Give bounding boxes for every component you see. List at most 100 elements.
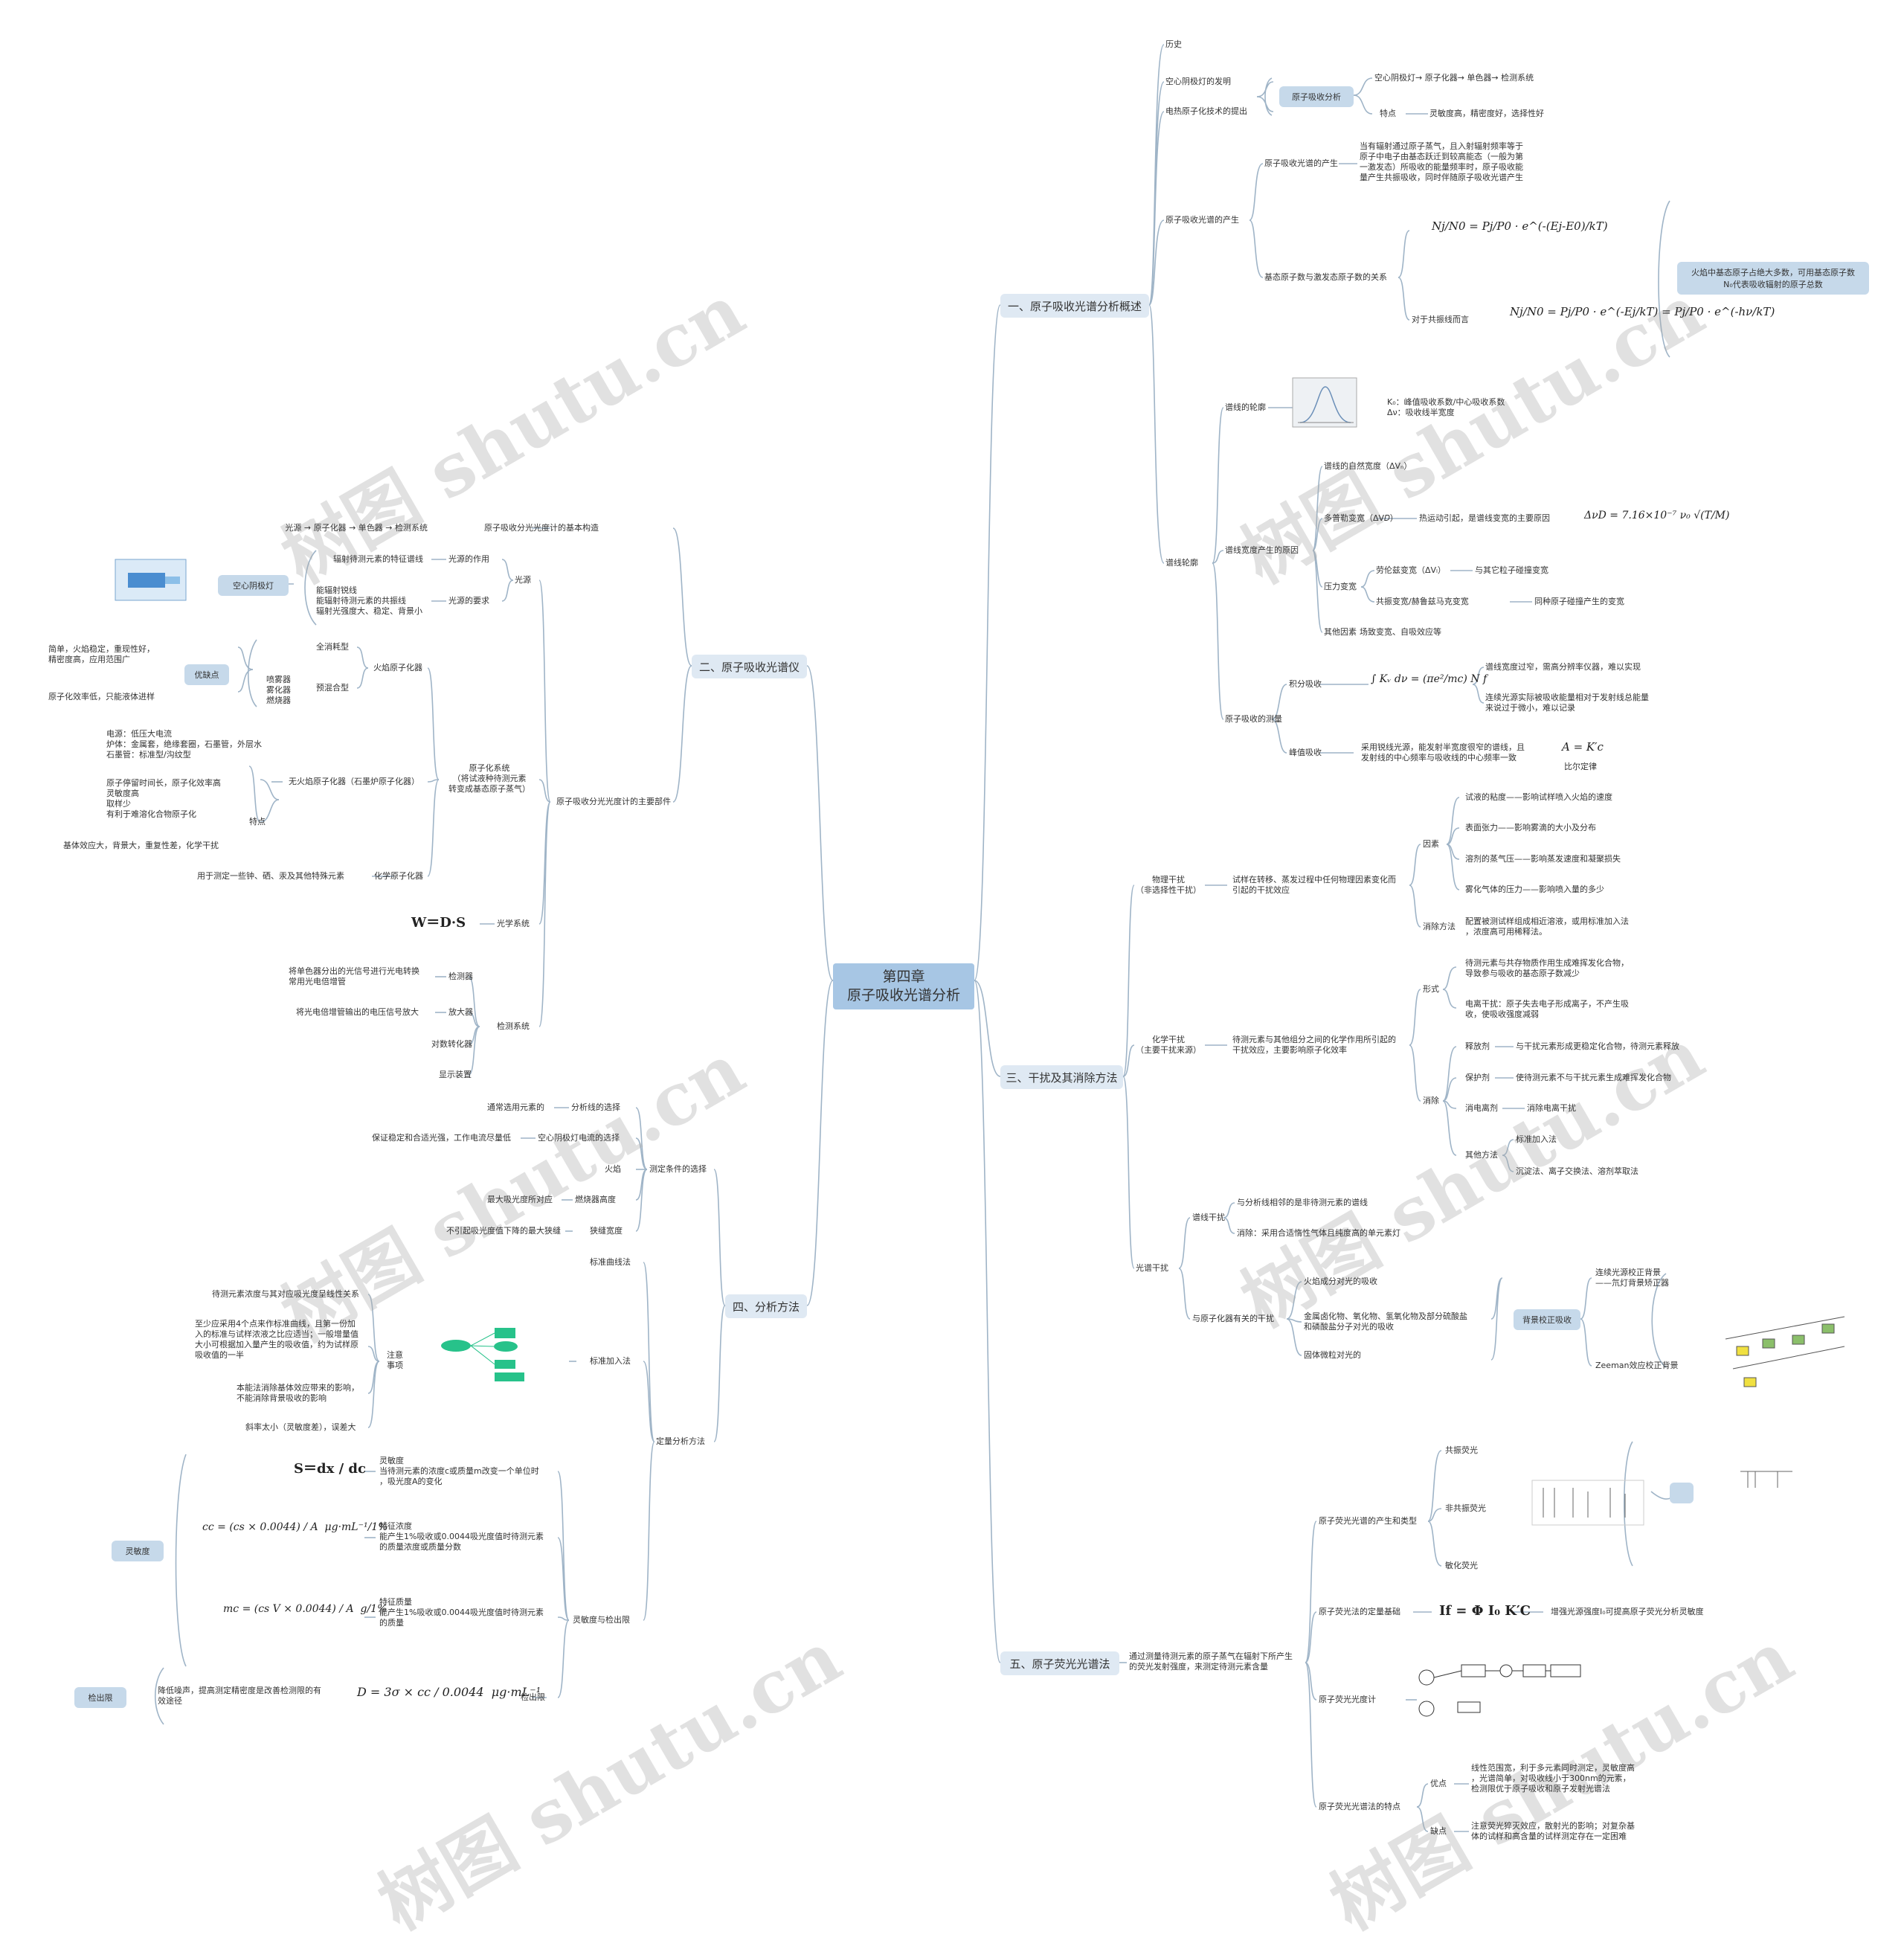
node-atom-t3: 固体微粒对光的 [1304,1350,1361,1361]
node-flameless-text: 电源：低压大电流 炉体：金属套，绝缘套圈，石墨管，外层水 石墨管：标准型/沟纹型 [106,729,262,760]
node-afs-instrument[interactable]: 原子荧光光度计 [1319,1695,1376,1705]
node-detect[interactable]: 检测系统 [497,1021,530,1032]
node-flameless-feat[interactable]: 特点 [249,817,266,827]
node-resonance[interactable]: 对于共振线而言 [1412,315,1469,325]
node-e3[interactable]: 消电离剂 [1465,1103,1498,1114]
node-a4: 斜率太小（灵敏度差），误差大 [245,1422,356,1433]
node-spectral[interactable]: 光谱干扰 [1136,1263,1168,1274]
node-std-add[interactable]: 标准加入法 [590,1356,631,1367]
node-mc-text: 特征质量 能产生1%吸收或0.0044吸光度值时待测元素 的质量 [379,1597,544,1628]
node-afs-pros[interactable]: 优点 [1430,1779,1447,1789]
node-d2[interactable]: 放大器 [448,1007,473,1018]
node-f1: 试液的粘度——影响试样喷入火焰的速度 [1465,792,1612,803]
node-integral[interactable]: 积分吸收 [1289,679,1322,690]
node-f4: 雾化气体的压力——影响喷入量的多少 [1465,884,1604,895]
node-c1-text: 通常选用元素的 [487,1102,544,1113]
node-flameless[interactable]: 无火焰原子化器（石墨炉原子化器） [289,777,419,787]
node-holtsmark[interactable]: 共振变宽/赫鲁兹马克变宽 [1376,597,1469,607]
node-afs-produce[interactable]: 原子荧光光谱的产生和类型 [1319,1516,1417,1526]
node-optics[interactable]: 光学系统 [497,919,530,929]
node-full[interactable]: 全消耗型 [316,642,349,652]
node-produce-1[interactable]: 原子吸收光谱的产生 [1264,158,1338,169]
node-elim[interactable]: 消除方法 [1423,922,1456,932]
node-sens-det[interactable]: 灵敏度与检出限 [573,1615,630,1625]
node-elim2[interactable]: 消除 [1423,1096,1439,1106]
node-light[interactable]: 光源 [515,575,531,585]
branch-overview[interactable]: 一、原子吸收光谱分析概述 [1000,294,1149,318]
center-topic[interactable]: 第四章 原子吸收光谱分析 [833,963,974,1009]
node-feature-label[interactable]: 特点 [1380,109,1396,119]
node-d3[interactable]: 对数转化器 [431,1039,472,1050]
node-e2[interactable]: 保护剂 [1465,1073,1490,1083]
node-basic[interactable]: 原子吸收分光光度计的基本构造 [484,523,599,533]
node-a2: 至少应采用4个点来作标准曲线，且第一份加 入的标准与试样浓液之比应适当；一般增量… [195,1319,358,1361]
node-e1[interactable]: 释放剂 [1465,1041,1490,1052]
node-chemical[interactable]: 化学干扰 （主要干扰来源） [1136,1035,1201,1056]
node-history[interactable]: 历史 [1165,39,1182,50]
connector-lines [0,0,1904,1882]
node-others[interactable]: 其他因素 [1324,627,1357,638]
node-c5[interactable]: 狭缝宽度 [590,1226,623,1236]
node-bg-correction[interactable]: 背景校正吸收 [1514,1309,1580,1330]
node-ground-state-note[interactable]: 火焰中基态原子占绝大多数，可用基态原子数 N₀代表吸收辐射的原子总数 [1677,262,1869,295]
node-factor[interactable]: 因素 [1423,839,1439,850]
node-profile[interactable]: 谱线轮廓 [1165,558,1198,568]
node-attention[interactable]: 注意 事项 [387,1350,403,1371]
node-profile-shape[interactable]: 谱线的轮廓 [1225,402,1266,413]
node-produce[interactable]: 原子吸收光谱的产生 [1165,215,1239,225]
resonance-formula: Nj/N0 = Pj/P0 · e^(-Ej/kT) = Pj/P0 · e^(… [1510,305,1775,318]
node-det-box[interactable]: 检出限 [74,1687,126,1708]
node-conditions[interactable]: 测定条件的选择 [649,1164,707,1175]
node-light-req[interactable]: 光源的要求 [448,596,489,606]
node-flameless-cons: 基体效应大，背景大，重复性差，化学干扰 [63,841,219,851]
node-c3[interactable]: 火焰 [605,1164,621,1175]
node-aas-flow: 空心阴极灯→ 原子化器→ 单色器→ 检测系统 [1374,73,1534,83]
node-std-curve[interactable]: 标准曲线法 [590,1257,631,1268]
node-hcl-invention[interactable]: 空心阴极灯的发明 [1165,77,1231,87]
node-pressure[interactable]: 压力变宽 [1324,582,1357,592]
node-p3[interactable]: 敏化荧光 [1445,1561,1478,1571]
node-parts[interactable]: 原子吸收分光光度计的主要部件 [556,797,671,807]
node-physical[interactable]: 物理干扰 （非选择性干扰） [1136,875,1201,896]
branch-instrument[interactable]: 二、原子吸收光谱仪 [692,655,807,678]
node-proscons[interactable]: 优缺点 [184,664,229,685]
branch-fluorescence[interactable]: 五、原子荧光光谱法 [1000,1651,1119,1675]
node-afs-blank[interactable] [1670,1483,1694,1503]
node-electrothermal[interactable]: 电热原子化技术的提出 [1165,106,1247,117]
node-produce-2[interactable]: 基态原子数与激发态原子数的关系 [1264,272,1387,283]
node-lorentz[interactable]: 劳伦兹变宽（ΔVₗ） [1376,565,1446,576]
node-form[interactable]: 形式 [1423,984,1439,995]
node-c4[interactable]: 燃烧器高度 [575,1195,616,1205]
node-peak[interactable]: 峰值吸收 [1289,748,1322,758]
node-sens[interactable]: 灵敏度 [112,1541,164,1561]
node-premix[interactable]: 预混合型 [316,683,349,693]
node-aas[interactable]: 原子吸收分析 [1279,86,1354,107]
node-afs-feature[interactable]: 原子荧光光谱法的特点 [1319,1802,1400,1812]
s-formula: S＝dx / dc [294,1458,366,1477]
node-chemical-atomizer[interactable]: 化学原子化器 [374,871,423,882]
node-d1[interactable]: 检测器 [448,972,473,982]
node-afs-quant[interactable]: 原子荧光法的定量基础 [1319,1607,1400,1617]
node-e4[interactable]: 其他方法 [1465,1150,1498,1160]
node-afs-cons[interactable]: 缺点 [1430,1826,1447,1837]
node-hcl[interactable]: 空心阴极灯 [218,575,289,596]
node-flame[interactable]: 火焰原子化器 [373,663,422,673]
node-d4[interactable]: 显示装置 [439,1070,472,1080]
node-quant[interactable]: 定量分析方法 [656,1436,705,1447]
node-p2[interactable]: 非共振荧光 [1445,1503,1486,1514]
node-c1[interactable]: 分析线的选择 [571,1102,620,1113]
node-p1[interactable]: 共振荧光 [1445,1445,1478,1456]
node-c2[interactable]: 空心阴极灯电流的选择 [538,1133,620,1143]
node-line[interactable]: 谱线干扰 [1192,1213,1225,1223]
node-measure[interactable]: 原子吸收的测量 [1225,714,1282,725]
node-atomizer-interf[interactable]: 与原子化器有关的干扰 [1192,1314,1274,1324]
node-atomizer[interactable]: 原子化系统 （将试液种待测元素 转变成基态原子蒸气） [448,763,530,794]
node-broaden[interactable]: 谱线宽度产生的原因 [1225,545,1299,556]
node-a3: 本能法消除基体效应带来的影响， 不能消除背景吸收的影响 [237,1383,359,1404]
node-bg1: 连续光源校正背景 ——氘灯背景矫正器 [1595,1268,1669,1288]
node-natural[interactable]: 谱线的自然宽度（ΔVₙ） [1324,461,1412,472]
branch-methods[interactable]: 四、分析方法 [725,1294,807,1318]
branch-interference[interactable]: 三、干扰及其消除方法 [1000,1065,1123,1089]
node-doppler[interactable]: 多普勒变宽（ΔV𝐷） [1324,513,1398,524]
node-light-role[interactable]: 光源的作用 [448,554,489,565]
